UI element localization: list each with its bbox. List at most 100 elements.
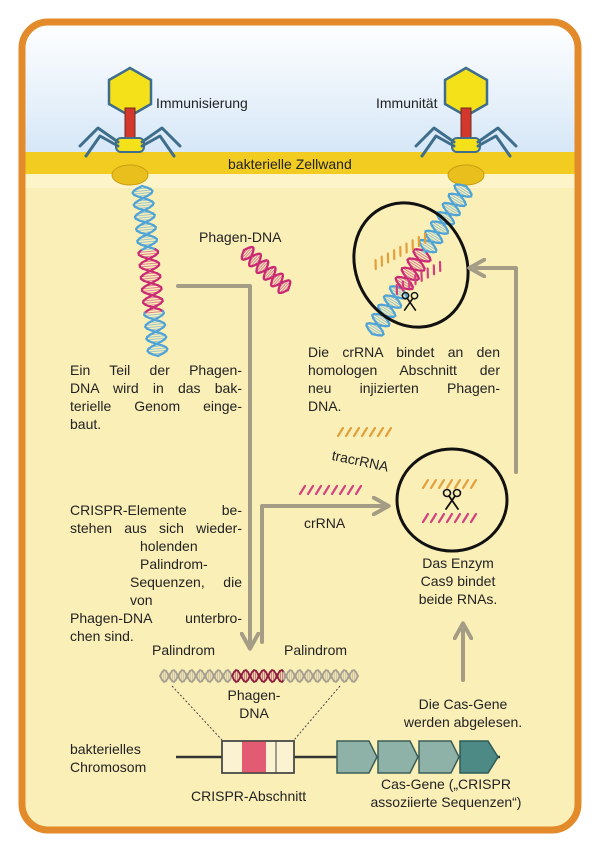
crispr-line-1: CRISPR-Elemente be- bbox=[70, 502, 242, 518]
helix-strand bbox=[355, 675, 359, 681]
label-cas-gene: Cas-Gene („CRISPR assoziierte Sequenzen“… bbox=[346, 775, 546, 811]
helix-rung bbox=[390, 285, 408, 297]
rna-base bbox=[445, 512, 454, 524]
cas-gene-1 bbox=[336, 740, 378, 774]
rna-base bbox=[314, 484, 323, 496]
text-abgelesen: Die Cas-Gene werden abgelesen. bbox=[393, 695, 533, 731]
helix-rung bbox=[137, 238, 157, 241]
helix-rung bbox=[408, 258, 425, 270]
rna-base bbox=[437, 478, 446, 490]
einbau-line-1: Ein Teil der Phagen- bbox=[70, 362, 242, 378]
label-immunitaet: Immunität bbox=[376, 95, 438, 111]
frame-border bbox=[18, 18, 582, 834]
helix-rung bbox=[384, 295, 402, 307]
rna-base bbox=[395, 283, 399, 296]
bacterial-chromosome bbox=[176, 740, 500, 774]
abgelesen-line-2: werden abgelesen. bbox=[403, 714, 523, 730]
einbau-line-4: baut. bbox=[70, 416, 102, 432]
helix-rung bbox=[424, 232, 442, 244]
helix-rung bbox=[140, 264, 160, 268]
rna-base bbox=[437, 512, 446, 524]
helix-rung bbox=[142, 289, 162, 292]
helix-rung bbox=[134, 204, 154, 207]
enzym-line-2: Cas9 bindet bbox=[420, 573, 496, 589]
helix-rung bbox=[449, 193, 467, 205]
helix-rung bbox=[442, 204, 460, 216]
abgelesen-line-1: Die Cas-Gene bbox=[418, 696, 508, 712]
helix-rung bbox=[367, 322, 384, 334]
helix-rung bbox=[242, 248, 254, 260]
label-zellwand: bakterielle Zellwand bbox=[228, 156, 352, 172]
cas-gene-3 bbox=[418, 740, 460, 774]
rna-base bbox=[386, 252, 390, 264]
helix-rung bbox=[146, 335, 166, 338]
phage-icon bbox=[414, 66, 518, 186]
rna-base bbox=[336, 426, 345, 438]
rna-base bbox=[338, 484, 347, 496]
helix-rung bbox=[143, 301, 163, 304]
rna-base bbox=[368, 426, 377, 438]
label-palindrom-right: Palindrom bbox=[284, 642, 348, 658]
helix-strand bbox=[367, 328, 374, 336]
helix-rung bbox=[147, 347, 167, 351]
rna-strands bbox=[421, 478, 478, 524]
helix-rung bbox=[145, 325, 165, 329]
helix-strand bbox=[151, 353, 160, 358]
rna-base bbox=[354, 484, 363, 496]
rna-base bbox=[417, 235, 421, 248]
rna-base bbox=[429, 478, 438, 490]
helix-rung bbox=[420, 239, 437, 251]
crispr-line-2: stehen aus sich wieder- bbox=[70, 520, 242, 536]
rna-strands bbox=[374, 232, 442, 296]
helix-rung bbox=[448, 195, 465, 207]
rna-base bbox=[352, 426, 361, 438]
helix-rung bbox=[145, 323, 165, 326]
helix-rung bbox=[143, 298, 163, 302]
chromosom-line-2: Chromosom bbox=[70, 759, 147, 775]
rna-base bbox=[401, 280, 405, 292]
rna-base bbox=[360, 426, 369, 438]
crispr-spacer bbox=[242, 741, 266, 773]
crrna-line-2: homologen Abschnitt der bbox=[308, 362, 500, 378]
helix-rung bbox=[263, 266, 275, 279]
dna-helix-icon bbox=[240, 245, 292, 295]
helix-rung bbox=[146, 337, 166, 341]
helix-rung bbox=[371, 315, 389, 327]
helix-rung bbox=[141, 276, 161, 280]
helix-rung bbox=[132, 189, 152, 193]
dna-helix-icon bbox=[131, 184, 169, 358]
label-immunisierung: Immunisierung bbox=[156, 95, 248, 111]
cas-gene-line-1: Cas-Gene („CRISPR bbox=[381, 776, 511, 792]
rna-base bbox=[408, 277, 411, 289]
chromosom-line-1: bakterielles bbox=[70, 741, 141, 757]
cas-gene-4 bbox=[459, 740, 499, 774]
helix-rung bbox=[264, 268, 276, 280]
crrna-strand bbox=[298, 484, 363, 496]
arrow-icon bbox=[476, 268, 518, 474]
rna-base bbox=[469, 512, 478, 524]
text-enzym: Das Enzym Cas9 bindet beide RNAs. bbox=[408, 554, 508, 608]
enzym-line-3: beide RNAs. bbox=[418, 591, 498, 607]
rna-base bbox=[374, 258, 377, 271]
helix-rung bbox=[133, 191, 153, 195]
rna-base bbox=[426, 267, 429, 279]
helix-rung bbox=[366, 324, 383, 336]
rna-base bbox=[429, 512, 438, 524]
rna-base bbox=[344, 426, 353, 438]
helix-strand bbox=[284, 288, 290, 293]
cell-wall-band bbox=[22, 152, 578, 174]
rna-base bbox=[445, 478, 454, 490]
helix-rung bbox=[413, 250, 430, 262]
helix-rung bbox=[270, 273, 282, 286]
helix-rung bbox=[248, 253, 260, 266]
helix-rung bbox=[430, 223, 448, 235]
rna-base bbox=[432, 264, 436, 276]
helix-rung bbox=[148, 349, 168, 353]
einbau-line-2: DNA wird in das bak- bbox=[70, 380, 242, 396]
rna-base bbox=[330, 484, 339, 496]
helix-rung bbox=[136, 225, 156, 229]
binding-oval bbox=[352, 201, 470, 329]
rna-base bbox=[461, 512, 470, 524]
rna-base bbox=[392, 249, 396, 261]
